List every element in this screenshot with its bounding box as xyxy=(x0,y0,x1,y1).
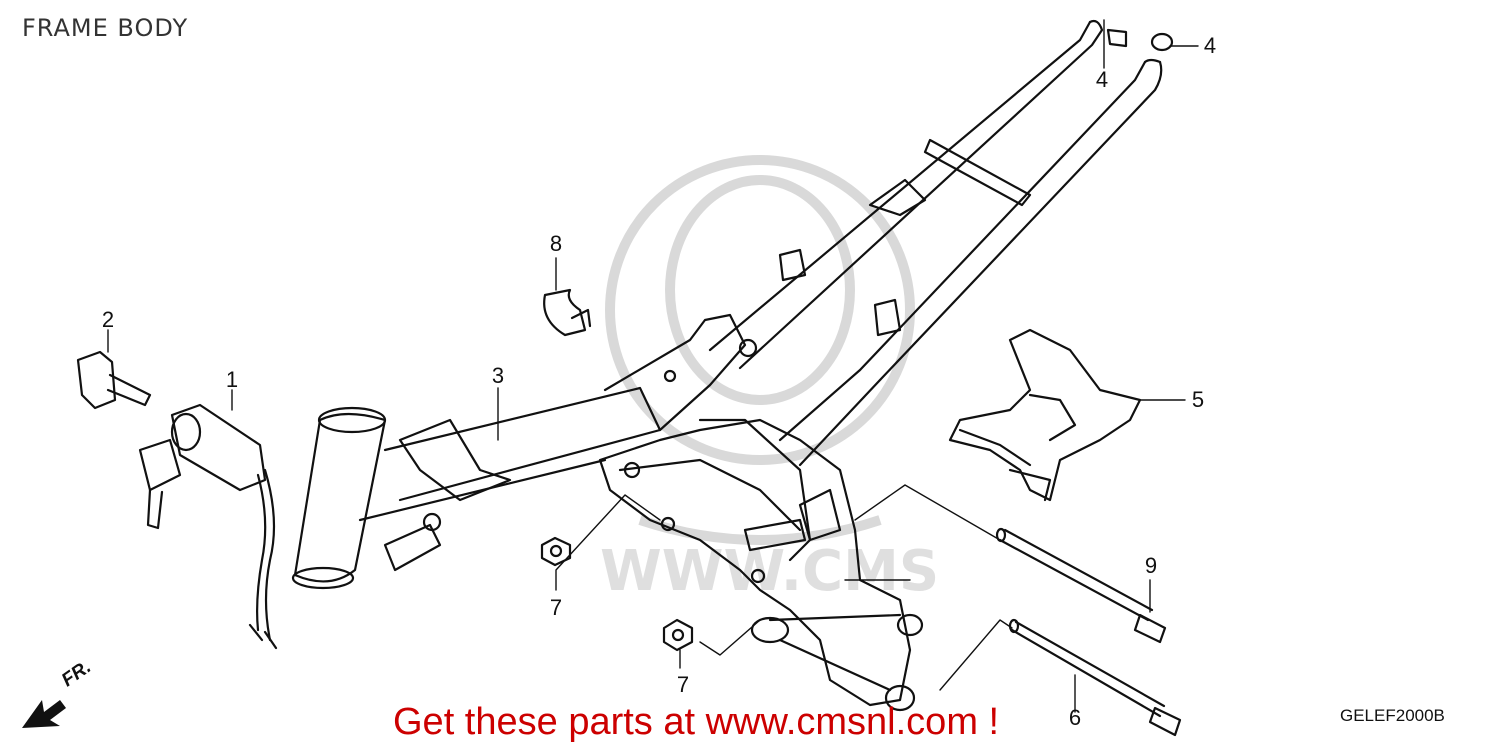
callout-5: 5 xyxy=(1191,387,1205,412)
frame-pivot-plate xyxy=(598,418,924,712)
part-5-bracket xyxy=(948,328,1142,502)
callout-6: 6 xyxy=(1068,705,1082,730)
shop-banner-link[interactable]: Get these parts at www.cmsnl.com ! xyxy=(393,701,1000,743)
front-direction-arrow-icon xyxy=(22,700,66,728)
frame-rear-loop xyxy=(708,19,1163,467)
callout-8: 8 xyxy=(549,231,563,256)
frame-backbone xyxy=(291,313,812,590)
svg-text:WWW.CMS: WWW.CMS xyxy=(600,539,939,604)
part-4-cap-left xyxy=(1106,28,1128,48)
part-7-nut-lower xyxy=(662,618,694,652)
callout-7-upper: 7 xyxy=(549,595,563,620)
callout-3: 3 xyxy=(491,363,505,388)
leader-lines xyxy=(107,19,1199,713)
callout-2: 2 xyxy=(101,307,115,332)
part-1-ignition-switch xyxy=(138,403,278,650)
page-title: FRAME BODY xyxy=(22,14,189,42)
callout-4-left: 4 xyxy=(1095,67,1109,92)
watermark-logo: WWW.CMS xyxy=(600,155,939,604)
callout-4-right: 4 xyxy=(1203,33,1217,58)
part-7-nut-upper xyxy=(540,536,572,567)
part-8-clamp xyxy=(543,288,592,337)
callout-9: 9 xyxy=(1144,553,1158,578)
callout-7-lower: 7 xyxy=(676,672,690,697)
callout-1: 1 xyxy=(225,367,239,392)
part-4-cap-right xyxy=(1150,32,1174,52)
part-9-bolt xyxy=(995,527,1167,644)
part-6-bolt xyxy=(1008,618,1182,737)
diagram-code: GELEF2000B xyxy=(1340,706,1445,725)
part-2-key-blank xyxy=(76,350,152,410)
